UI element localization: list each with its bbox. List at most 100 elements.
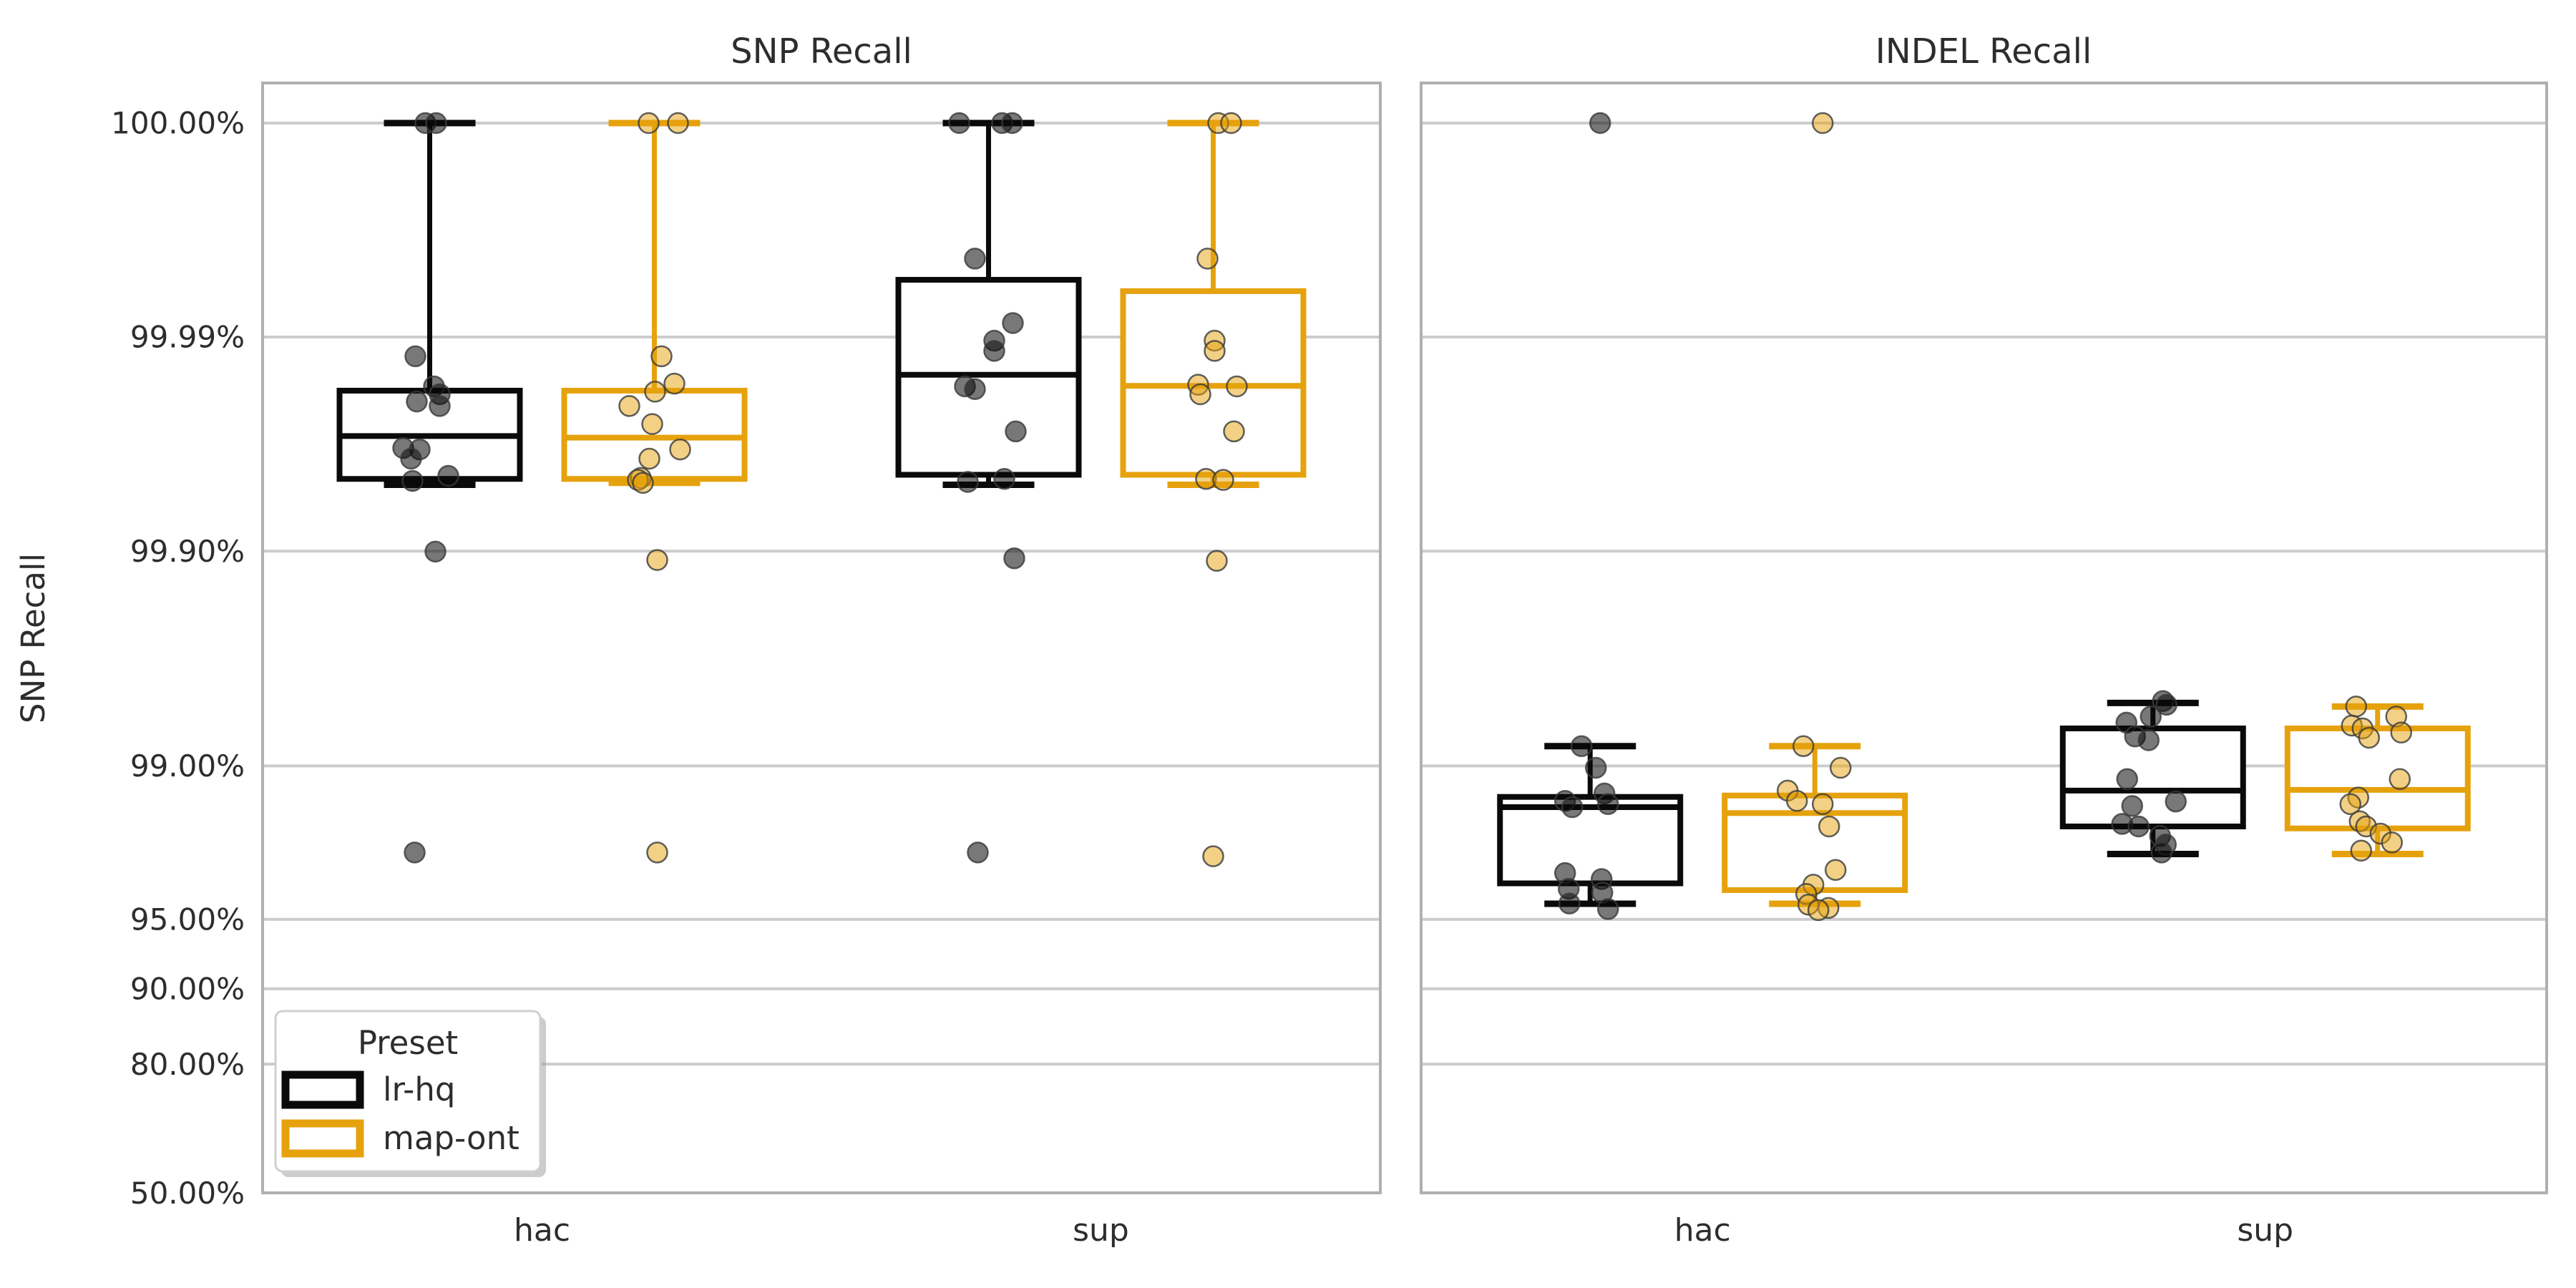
strip-point xyxy=(1002,312,1024,334)
y-tick-label: 95.00% xyxy=(130,902,245,937)
strip-point xyxy=(1003,547,1025,570)
strip-point xyxy=(2390,721,2412,743)
right-panel-title: INDEL Recall xyxy=(1875,31,2092,72)
strip-point xyxy=(1597,793,1619,815)
strip-point xyxy=(2389,768,2411,791)
strip-point xyxy=(1223,420,1245,443)
x-tick-label: hac xyxy=(514,1212,570,1249)
strip-point xyxy=(425,112,447,135)
strip-point xyxy=(404,345,426,368)
left-panel-title: SNP Recall xyxy=(731,31,912,72)
strip-point xyxy=(1585,756,1607,779)
strip-point xyxy=(1792,735,1815,758)
boxplot-snp-sup-lr-hq xyxy=(895,119,1082,488)
strip-points-hac-map-ont xyxy=(1777,112,1852,922)
strip-point xyxy=(2121,795,2143,817)
y-axis-label: SNP Recall xyxy=(14,553,52,723)
strip-point xyxy=(618,395,640,417)
boxplot-box xyxy=(1497,794,1684,887)
legend-swatch-map-ont xyxy=(281,1119,364,1158)
legend: Preset lr-hq map-ont xyxy=(274,1010,546,1177)
y-tick-label: 100.00% xyxy=(111,106,245,141)
strip-point xyxy=(1206,550,1228,572)
strip-point xyxy=(406,390,428,413)
strip-point xyxy=(638,112,660,135)
strip-point xyxy=(1597,898,1619,920)
strip-point xyxy=(1001,112,1023,135)
strip-point xyxy=(1204,340,1226,362)
left-panel-frame xyxy=(261,82,1382,1194)
strip-point xyxy=(1196,248,1219,270)
strip-point xyxy=(632,472,654,494)
strip-point xyxy=(429,395,451,417)
panel-frame-layer xyxy=(261,82,2548,1194)
right-panel-frame xyxy=(1420,82,2548,1194)
strip-point xyxy=(2150,841,2172,864)
strip-point xyxy=(2127,815,2150,838)
x-tick-label: sup xyxy=(1073,1212,1129,1249)
strip-point xyxy=(646,549,668,571)
legend-title: Preset xyxy=(358,1024,458,1062)
y-tick-labels: 100.00% 99.99% 99.90% 99.00% 95.00% 90.00% 80.… xyxy=(111,106,245,1211)
strip-points-hac-lr-hq xyxy=(1554,112,1619,920)
strip-point xyxy=(1561,796,1584,819)
y-tick-label: 99.99% xyxy=(130,320,245,355)
strip-point xyxy=(2339,793,2361,815)
strip-point xyxy=(638,447,660,470)
strip-point xyxy=(1807,899,1830,922)
strip-point xyxy=(1005,420,1027,443)
strip-point xyxy=(437,464,459,487)
strip-points-sup-map-ont xyxy=(2339,696,2412,862)
strip-point xyxy=(663,372,686,395)
strip-point xyxy=(1189,383,1211,406)
strip-point xyxy=(669,438,691,461)
strip-point xyxy=(646,841,668,864)
strip-point xyxy=(1220,112,1242,135)
boxplot-snp-sup-map-ont xyxy=(1120,119,1307,488)
strip-point xyxy=(2358,726,2380,749)
strip-point xyxy=(964,248,986,270)
strip-point xyxy=(2165,790,2187,813)
legend-swatch-lr-hq xyxy=(281,1070,364,1109)
y-tick-label: 99.00% xyxy=(130,748,245,784)
strip-point xyxy=(1202,845,1224,867)
strip-point xyxy=(1589,112,1611,135)
strip-point xyxy=(1571,735,1593,758)
legend-label-map-ont: map-ont xyxy=(383,1119,519,1157)
y-tick-label: 90.00% xyxy=(130,972,245,1007)
strip-point xyxy=(1558,892,1581,914)
strip-point xyxy=(404,841,426,864)
strip-point xyxy=(1830,756,1852,779)
strip-point xyxy=(1226,375,1248,398)
legend-label-lr-hq: lr-hq xyxy=(383,1070,455,1108)
strip-point xyxy=(2140,706,2162,728)
strip-point xyxy=(2381,831,2403,854)
strip-points-hac-map-ont xyxy=(618,112,691,864)
strip-point xyxy=(993,468,1015,490)
strip-point xyxy=(2350,839,2372,862)
strip-point-layer xyxy=(392,112,2412,922)
boxplot-snp-hac-lr-hq xyxy=(336,119,523,488)
y-tick-label: 80.00% xyxy=(130,1047,245,1082)
strip-point xyxy=(1812,793,1834,815)
strip-point xyxy=(401,469,424,492)
strip-point xyxy=(650,345,673,368)
y-tick-label: 50.00% xyxy=(130,1176,245,1211)
strip-point xyxy=(1825,859,1847,881)
strip-point xyxy=(2116,768,2138,791)
strip-point xyxy=(644,381,666,403)
strip-point xyxy=(2137,729,2160,751)
strip-point xyxy=(667,112,689,135)
boxplot-indel-sup-map-ont xyxy=(2284,703,2471,858)
boxplot-indel-hac-lr-hq xyxy=(1497,743,1684,907)
strip-points-hac-lr-hq xyxy=(392,112,459,864)
axis-label-layer: SNP Recall INDEL Recall SNP Recall 100.0… xyxy=(14,31,2293,1249)
strip-point xyxy=(1212,469,1234,491)
strip-point xyxy=(400,447,422,470)
y-tick-label: 99.90% xyxy=(130,534,245,569)
gridline-layer xyxy=(263,121,2547,1195)
strip-point xyxy=(964,378,986,400)
